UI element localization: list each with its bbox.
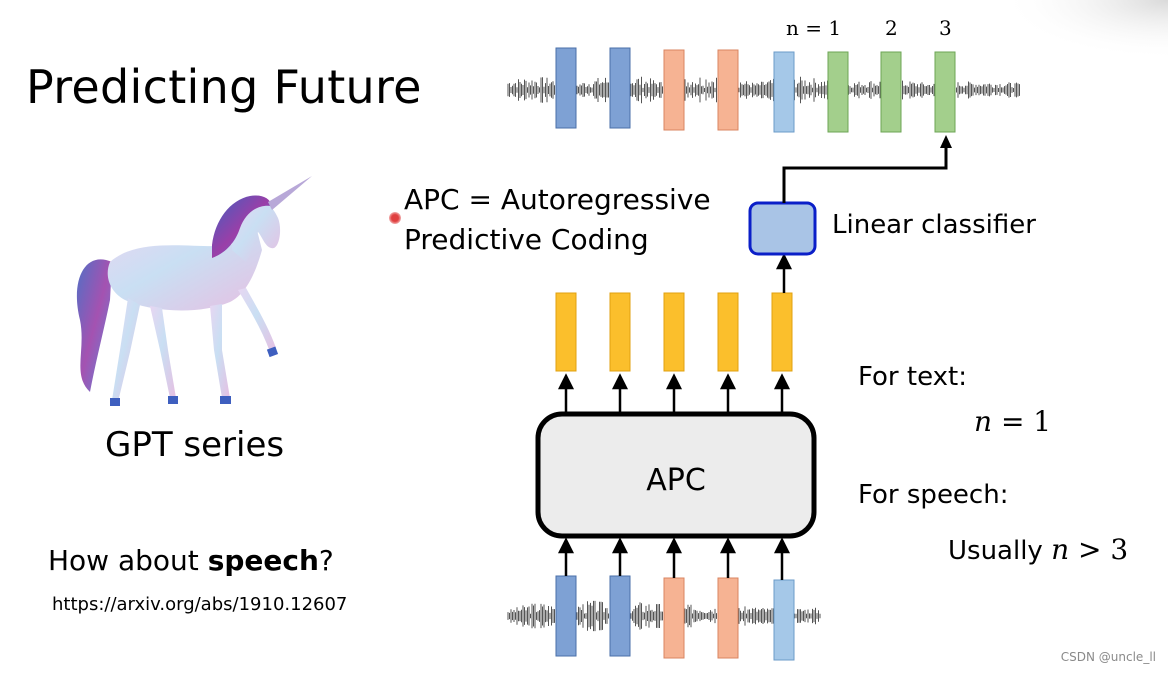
n-speech-variable: n bbox=[1051, 533, 1070, 566]
corner-shading bbox=[1000, 0, 1168, 60]
feature-vector-5 bbox=[771, 292, 793, 372]
apc-definition: APC = Autoregressive Predictive Coding bbox=[404, 180, 711, 260]
top-frame-green-2 bbox=[880, 51, 902, 133]
output-arrows bbox=[557, 373, 791, 412]
feature-vector-4 bbox=[717, 292, 739, 372]
bottom-frame-orange-1 bbox=[663, 577, 685, 659]
speech-question-prefix: How about bbox=[48, 544, 208, 577]
feature-vector-2 bbox=[609, 292, 631, 372]
feature-vectors bbox=[555, 292, 793, 372]
step-label-2: 2 bbox=[885, 16, 898, 40]
page-title: Predicting Future bbox=[26, 60, 422, 114]
top-frame-orange-1 bbox=[663, 49, 685, 131]
apc-box bbox=[535, 411, 817, 539]
bottom-frame-lightblue bbox=[773, 579, 795, 661]
feature-vector-3 bbox=[663, 292, 685, 372]
apc-definition-line-1: APC = Autoregressive bbox=[404, 183, 711, 216]
top-frame-blue-2 bbox=[609, 47, 631, 129]
bottom-frame-blue-2 bbox=[609, 575, 631, 657]
bottom-frame-blue-1 bbox=[555, 575, 577, 657]
usually-n-greater-three: Usually n > 3 bbox=[948, 533, 1128, 566]
step-label-n1: n = 1 bbox=[786, 16, 842, 40]
bottom-frames bbox=[555, 575, 795, 661]
speech-question: How about speech? bbox=[48, 544, 334, 577]
bottom-frame-orange-2 bbox=[717, 577, 739, 659]
classifier-to-frame-arrow bbox=[782, 146, 948, 203]
for-speech-label: For speech: bbox=[858, 480, 1009, 510]
step-label-3: 3 bbox=[939, 16, 952, 40]
top-frames bbox=[555, 47, 956, 133]
watermark: CSDN @uncle_ll bbox=[1060, 650, 1156, 664]
apc-definition-line-2: Predictive Coding bbox=[404, 223, 649, 256]
n-speech-rest: > 3 bbox=[1069, 533, 1129, 566]
speech-question-suffix: ? bbox=[318, 544, 334, 577]
unicorn-icon bbox=[76, 176, 312, 406]
classifier-arrowhead bbox=[940, 135, 952, 148]
apc-box-label: APC bbox=[646, 463, 706, 498]
laser-pointer-icon bbox=[389, 212, 401, 224]
top-frame-green-3 bbox=[934, 51, 956, 133]
feature-vector-1 bbox=[555, 292, 577, 372]
speech-question-bold: speech bbox=[207, 544, 319, 577]
n-equals-one: n = 1 bbox=[974, 405, 1051, 438]
for-text-label: For text: bbox=[858, 362, 967, 392]
top-frame-green-1 bbox=[827, 51, 849, 133]
feature-to-classifier-arrow bbox=[775, 253, 793, 293]
n-text-variable: n bbox=[974, 405, 993, 438]
input-arrows bbox=[557, 537, 791, 580]
linear-classifier-label: Linear classifier bbox=[832, 210, 1036, 240]
usually-label: Usually bbox=[948, 536, 1052, 566]
top-frame-blue-1 bbox=[555, 47, 577, 129]
n-text-rest: = 1 bbox=[992, 405, 1052, 438]
top-frame-lightblue bbox=[773, 51, 795, 133]
paper-url-link[interactable]: https://arxiv.org/abs/1910.12607 bbox=[52, 594, 348, 615]
gpt-series-label: GPT series bbox=[105, 425, 285, 465]
top-frame-orange-2 bbox=[717, 49, 739, 131]
linear-classifier-box bbox=[748, 201, 817, 256]
